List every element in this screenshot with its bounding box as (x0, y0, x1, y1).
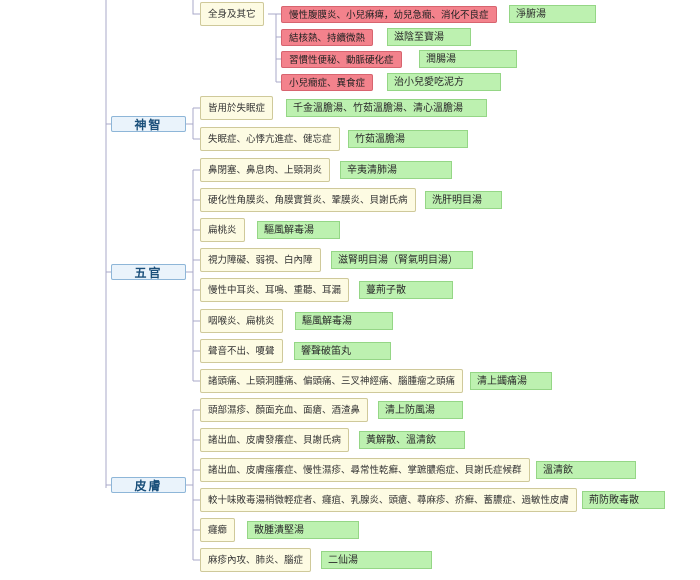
remedy-node: 治小兒愛吃泥方 (387, 73, 501, 91)
symptom-node: 聲音不出、嗄聲 (200, 339, 283, 363)
remedy-node: 驅風解毒湯 (295, 312, 393, 330)
symptom-node: 較十味敗毒湯稍微輕症者、癰疽、乳腺炎、頭瘡、蕁麻疹、疥癬、蓄膿症、過敏性皮膚 (200, 488, 578, 512)
remedy-node: 辛夷清肺湯 (340, 161, 452, 179)
category-shenzhi: 神智 (111, 116, 186, 132)
remedy-node: 千金溫膽湯、竹茹溫膽湯、清心溫膽湯 (286, 99, 487, 117)
remedy-node: 散腫潰堅湯 (247, 521, 359, 539)
symptom-node: 皆用於失眠症 (200, 96, 274, 120)
remedy-node: 響聲破笛丸 (294, 342, 391, 360)
symptom-node: 失眠症、心悸亢進症、健忘症 (200, 127, 340, 151)
symptom-node: 諸頭痛、上頸洞腫痛、偏頭痛、三叉神經痛、腦腫瘤之頭痛 (200, 369, 464, 393)
symptom-node: 硬化性角膜炎、角膜實質炎、鞏膜炎、貝謝氏病 (200, 188, 416, 212)
remedy-node: 驅風解毒湯 (257, 221, 340, 239)
symptom-node: 咽喉炎、扁桃炎 (200, 309, 283, 333)
symptom-node: 鼻閉塞、鼻息肉、上頸洞炎 (200, 158, 331, 182)
remedy-node: 清上蠲痛湯 (470, 372, 552, 390)
remedy-node: 滋腎明目湯（腎氣明目湯） (331, 251, 473, 269)
remedy-node: 洗肝明目湯 (425, 191, 502, 209)
symptom-node: 諸出血、皮膚瘙癢症、慢性濕疹、尋常性乾癬、掌蹠膿疱症、貝謝氏症候群 (200, 458, 530, 482)
remedy-node: 滋陰至寶湯 (387, 28, 471, 46)
symptom-node: 小兒癇症、異食症 (281, 74, 374, 91)
category-pifu: 皮膚 (111, 477, 186, 493)
symptom-node: 慢性中耳炎、耳鳴、重聽、耳漏 (200, 278, 350, 302)
remedy-node: 蔓荊子散 (359, 281, 453, 299)
symptom-node: 扁桃炎 (200, 218, 245, 242)
symptom-node: 頭部濕疹、顏面充血、面瘡、酒渣鼻 (200, 398, 369, 422)
symptom-node: 慢性腹膜炎、小兒痳痺，幼兒急癇、消化不良症 (281, 6, 497, 23)
remedy-node: 竹茹溫膽湯 (348, 130, 468, 148)
symptom-node: 諸出血、皮膚發癢症、貝謝氏病 (200, 428, 350, 452)
symptom-node: 視力障礙、弱視、白內障 (200, 248, 321, 272)
symptom-node: 癰癤 (200, 518, 236, 542)
category-wuguan: 五官 (111, 264, 186, 280)
remedy-node: 荊防敗毒散 (582, 491, 665, 509)
symptom-node: 習慣性便秘、動脈硬化症 (281, 51, 402, 68)
remedy-node: 潤腸湯 (419, 50, 517, 68)
symptom-node: 結核熱、持續微熱 (281, 29, 374, 46)
symptom-node-whole-body: 全身及其它 (200, 2, 264, 26)
remedy-node: 二仙湯 (321, 551, 432, 569)
remedy-node: 淨腑湯 (509, 5, 596, 23)
remedy-node: 清上防風湯 (378, 401, 463, 419)
remedy-node: 溫清飲 (536, 461, 636, 479)
remedy-node: 黃解散、溫清飲 (359, 431, 465, 449)
symptom-node: 麻疹內攻、肺炎、腦症 (200, 548, 312, 572)
